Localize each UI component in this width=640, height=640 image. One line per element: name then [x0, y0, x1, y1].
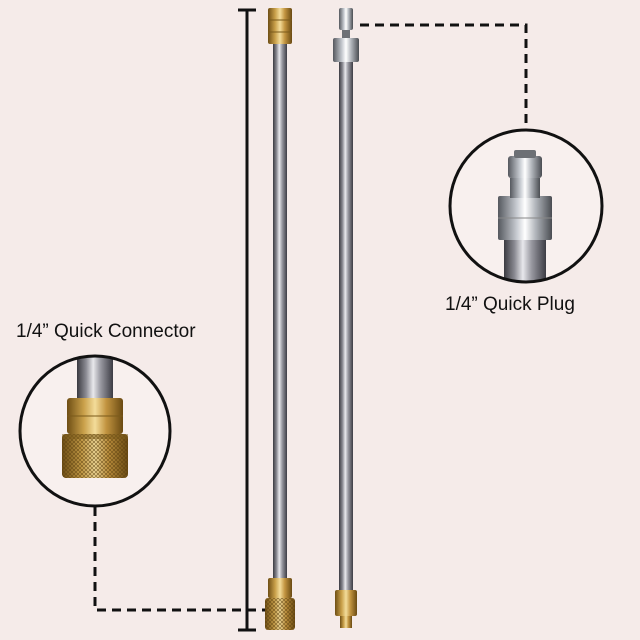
quick-connector-label: 1/4” Quick Connector [16, 321, 196, 342]
quick-plug-label: 1/4” Quick Plug [445, 294, 575, 315]
length-dimension-line [238, 8, 256, 632]
callout-line-connector [93, 507, 265, 612]
wand-right [333, 8, 359, 628]
detail-circle-quick-connector [18, 354, 172, 508]
callout-line-plug [360, 23, 528, 131]
detail-circle-quick-plug [448, 128, 604, 284]
wand-left [265, 8, 295, 630]
